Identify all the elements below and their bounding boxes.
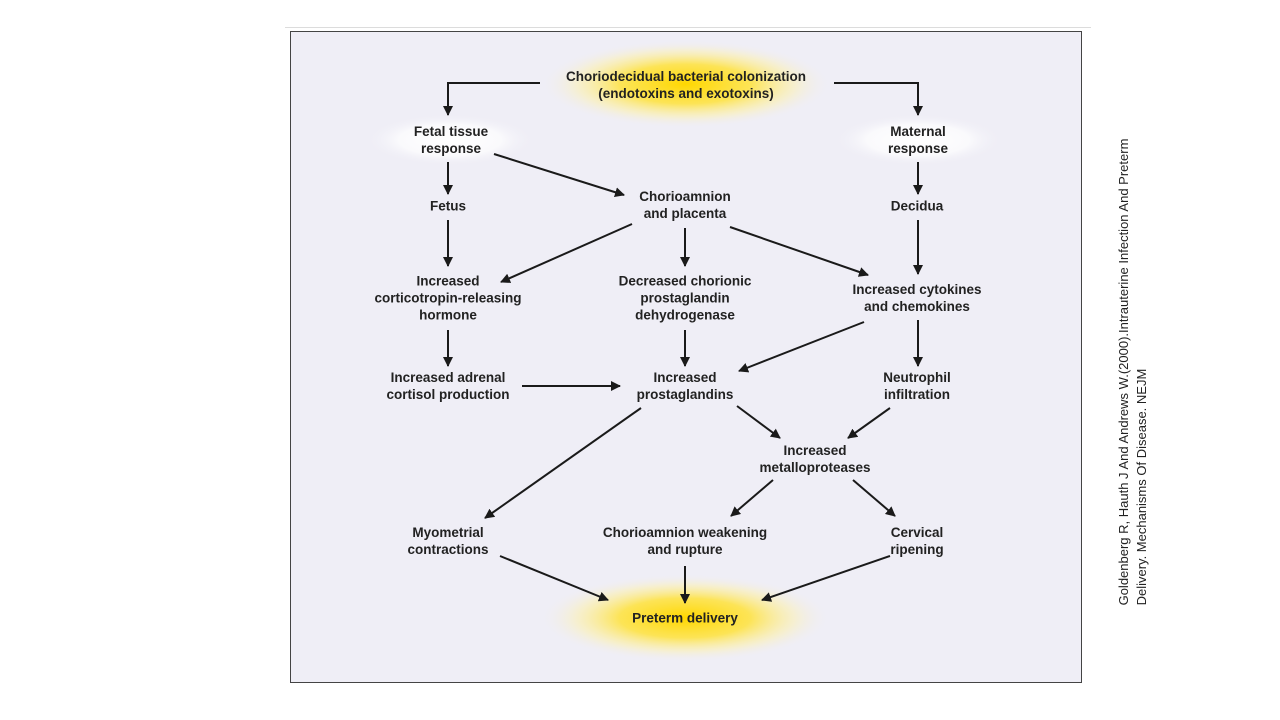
node-colonization-line-1: Choriodecidual bacterial colonization xyxy=(565,69,807,84)
node-neutrophil-line-2: infiltration xyxy=(884,387,950,402)
node-cervical: Cervical ripening xyxy=(890,524,943,558)
arrow-myometrial-to-preterm xyxy=(499,555,609,602)
arrow-neutrophil-to-metalloproteases xyxy=(847,407,891,439)
node-prostaglandins: Increased prostaglandins xyxy=(637,369,734,403)
node-myometrial-line-1: Myometrial xyxy=(412,525,484,540)
node-crh-line-3: hormone xyxy=(419,307,477,323)
node-cytokines-line-2: and chemokines xyxy=(864,299,970,314)
arrow-chorioamnion-to-crh xyxy=(500,223,633,283)
node-crh: Increased corticotropin-releasing hormon… xyxy=(374,273,521,324)
node-dehydrogenase-line-1: Decreased chorionic xyxy=(618,273,752,289)
node-crh-line-2: corticotropin-releasing xyxy=(374,290,522,306)
node-prostaglandins-line-1: Increased xyxy=(653,370,717,385)
arrow-colonization-to-maternal xyxy=(834,82,923,116)
node-maternal-response-line-1: Maternal xyxy=(890,124,946,139)
node-myometrial-line-2: contractions xyxy=(407,542,489,557)
node-cortisol: Increased adrenal cortisol production xyxy=(387,369,510,403)
node-crh-line-1: Increased xyxy=(416,273,480,289)
node-neutrophil: Neutrophil infiltration xyxy=(883,369,951,403)
top-rule xyxy=(285,27,1091,28)
node-maternal-response-line-2: response xyxy=(887,141,949,156)
node-decidua-line-1: Decidua xyxy=(890,198,944,214)
node-maternal-response: Maternal response xyxy=(888,123,948,157)
node-chorioamnion-placenta-line-2: and placenta xyxy=(643,206,727,221)
arrow-metalloproteases-to-rupture xyxy=(730,479,774,517)
arrow-metalloproteases-to-cervical xyxy=(852,479,896,517)
node-fetus-line-1: Fetus xyxy=(429,198,467,214)
node-chorioamnion-placenta-line-1: Chorioamnion xyxy=(639,189,731,204)
node-dehydrogenase: Decreased chorionic prostaglandin dehydr… xyxy=(619,273,752,324)
arrow-chorioamnion-to-cytokines xyxy=(729,226,869,277)
node-decidua: Decidua xyxy=(891,198,944,215)
colonization-highlight xyxy=(541,40,831,128)
node-rupture-line-1: Chorioamnion weakening xyxy=(602,525,768,540)
node-dehydrogenase-line-3: dehydrogenase xyxy=(635,307,735,323)
node-cytokines-line-1: Increased cytokines xyxy=(852,282,982,297)
citation: Goldenberg R, Hauth J And Andrews W.(200… xyxy=(1115,139,1151,606)
node-neutrophil-line-1: Neutrophil xyxy=(883,370,951,385)
arrow-cytokines-to-prostaglandins xyxy=(738,321,865,373)
node-cortisol-line-2: cortisol production xyxy=(386,387,510,402)
citation-line-1: Goldenberg R, Hauth J And Andrews W.(200… xyxy=(1116,138,1131,606)
node-myometrial: Myometrial contractions xyxy=(407,524,488,558)
node-fetal-response-line-2: response xyxy=(420,141,482,156)
node-metalloproteases: Increased metalloproteases xyxy=(759,442,870,476)
arrow-fetal-to-chorioamnion xyxy=(493,153,625,198)
node-preterm: Preterm delivery xyxy=(632,610,738,627)
node-cortisol-line-1: Increased adrenal xyxy=(390,370,506,385)
node-fetal-response: Fetal tissue response xyxy=(414,123,488,157)
arrow-prostaglandins-to-metalloproteases xyxy=(736,405,781,439)
node-dehydrogenase-line-2: prostaglandin xyxy=(640,290,730,306)
preterm-highlight xyxy=(540,574,830,662)
node-fetus: Fetus xyxy=(430,198,466,215)
node-rupture-line-2: and rupture xyxy=(647,542,723,557)
node-prostaglandins-line-2: prostaglandins xyxy=(636,387,734,402)
maternal-response-highlight xyxy=(833,114,1003,166)
node-chorioamnion-placenta: Chorioamnion and placenta xyxy=(639,188,731,222)
node-rupture: Chorioamnion weakening and rupture xyxy=(603,524,767,558)
arrow-prostaglandins-to-myometrial xyxy=(484,407,642,519)
node-preterm-line-1: Preterm delivery xyxy=(632,610,738,626)
node-cervical-line-1: Cervical xyxy=(890,525,944,540)
node-colonization-line-2: (endotoxins and exotoxins) xyxy=(598,86,774,101)
node-metalloproteases-line-1: Increased xyxy=(783,443,847,458)
arrow-colonization-to-fetal xyxy=(443,82,540,116)
node-metalloproteases-line-2: metalloproteases xyxy=(759,460,871,475)
citation-line-2: Delivery. Mechanisms Of Disease. NEJM xyxy=(1134,368,1149,606)
node-cytokines: Increased cytokines and chemokines xyxy=(852,281,981,315)
node-cervical-line-2: ripening xyxy=(890,542,944,557)
node-fetal-response-line-1: Fetal tissue xyxy=(413,124,489,139)
arrow-cervical-to-preterm xyxy=(761,555,891,602)
fetal-response-highlight xyxy=(365,114,535,166)
node-colonization: Choriodecidual bacterial colonization (e… xyxy=(566,68,806,102)
